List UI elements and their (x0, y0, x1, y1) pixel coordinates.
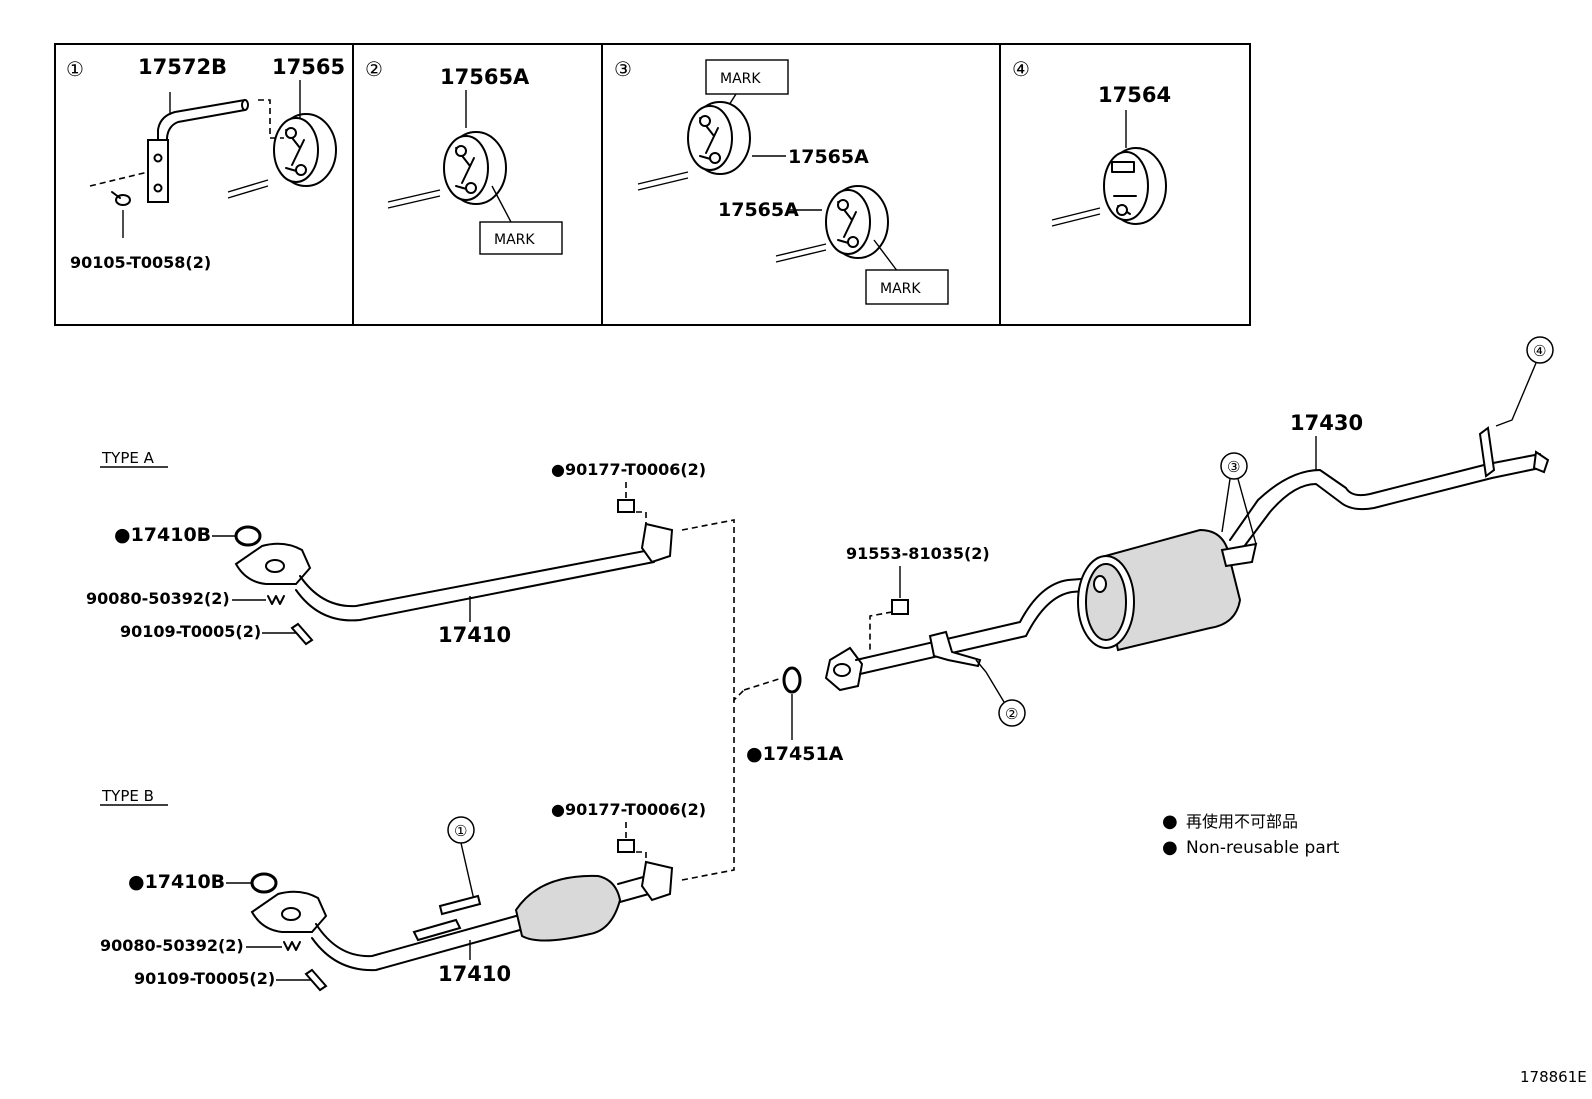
type-a-bolt-label: 90109-T0005(2) (120, 622, 261, 641)
part-17565-label: 17565 (272, 55, 345, 79)
type-b-bolt-label: 90109-T0005(2) (134, 969, 275, 988)
rear-assembly: 91553-81035(2) 17430 ② ③ ④ (824, 336, 1554, 727)
type-b-spring-label: 90080-50392(2) (100, 936, 244, 955)
bolt-90105: 90105-T0058(2) (70, 171, 211, 272)
hanger-17565a-p3-upper (637, 101, 751, 191)
type-a-nut-label: ●90177-T0006(2) (551, 460, 706, 479)
type-b-title: TYPE B (101, 787, 154, 805)
panel-4-number: ④ (1012, 57, 1030, 81)
gasket-17410b-b (250, 872, 278, 894)
type-a-group: TYPE A ●17410B ●90177-T0006(2) 90080-503… (86, 449, 745, 702)
panel-1-number: ① (66, 57, 84, 81)
hanger-17565 (227, 80, 337, 199)
rear-bolt-label: 91553-81035(2) (846, 544, 990, 563)
panel-2: ② 17565A MARK (365, 57, 563, 255)
legend: ● 再使用不可部品 ● Non-reusable part (1162, 811, 1340, 858)
type-a-title: TYPE A (101, 449, 155, 467)
hanger-17565a-p3-lower (775, 185, 889, 263)
part-17565A-label-p2: 17565A (440, 65, 530, 89)
rear-callout-3: ③ (1227, 458, 1240, 476)
muffler (1077, 528, 1242, 652)
type-b-pipe-label: 17410 (438, 962, 511, 986)
gasket-17410b-a (234, 525, 262, 547)
panel-4: ④ 17564 (1012, 57, 1171, 227)
mark-label-p3-bottom: MARK (880, 281, 921, 297)
panel-2-number: ② (365, 57, 383, 81)
front-pipe-17410-a (234, 522, 674, 622)
part-17565A-label-p3-lower: 17565A (718, 199, 799, 221)
center-gasket-group: ●17451A (743, 666, 844, 765)
type-b-group: TYPE B ① ●17410B ●90177-T0006(2) 90080-5… (100, 700, 735, 992)
figure-id: 178861E (1520, 1068, 1587, 1086)
bracket-17572b (147, 92, 249, 203)
rear-callout-4: ④ (1533, 342, 1546, 360)
mark-label-p3-top: MARK (720, 71, 761, 87)
type-a-pipe-label: 17410 (438, 623, 511, 647)
part-90105-label: 90105-T0058(2) (70, 253, 211, 272)
panel-3: ③ MARK 17565A 17565A MARK (614, 57, 949, 305)
part-17564-label: 17564 (1098, 83, 1171, 107)
type-a-gasket-label: ●17410B (114, 524, 211, 546)
mark-label-p2: MARK (494, 232, 535, 248)
panel-3-number: ③ (614, 57, 632, 81)
type-b-callout-1: ① (454, 822, 467, 840)
type-b-nut-label: ●90177-T0006(2) (551, 800, 706, 819)
type-b-gasket-label: ●17410B (128, 871, 225, 893)
hanger-17564 (1051, 147, 1167, 227)
legend-text-en: Non-reusable part (1186, 838, 1340, 858)
legend-bullet-en: ● (1162, 837, 1178, 858)
gasket-17451a (782, 666, 802, 694)
front-pipe-17410-b (250, 860, 674, 972)
part-17572B-label: 17572B (138, 55, 227, 79)
hanger-17565a-p2 (387, 131, 507, 209)
legend-text-jp: 再使用不可部品 (1186, 812, 1298, 831)
center-gasket-label: ●17451A (746, 743, 844, 765)
legend-bullet-jp: ● (1162, 811, 1178, 832)
detail-panels (54, 43, 1251, 326)
type-a-spring-label: 90080-50392(2) (86, 589, 230, 608)
panel-1: ① 17572B 17565 (66, 55, 345, 272)
rear-callout-2: ② (1005, 705, 1018, 723)
part-17565A-label-p3-upper: 17565A (788, 146, 869, 168)
tailpipe-label: 17430 (1290, 411, 1363, 435)
